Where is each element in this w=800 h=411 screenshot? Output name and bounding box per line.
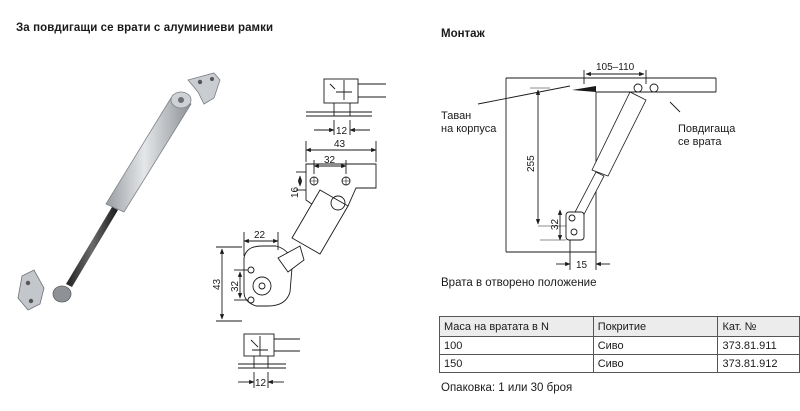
ceiling-label-line2: на корпуса: [441, 123, 497, 135]
door-open-caption: Врата в отворено положение: [441, 277, 597, 289]
cylinder-stub: [291, 189, 349, 255]
product-title: За повдигащи се врати с алуминиеви рамки: [16, 22, 274, 34]
mount-lower-dim: 32: [550, 218, 561, 230]
piston-rod: [66, 207, 118, 287]
mounting-title: Монтаж: [441, 28, 485, 40]
door-label-line2: се врата: [678, 136, 722, 148]
dim-bracket-width: 43: [334, 139, 346, 150]
dim-bottom-width: 12: [255, 378, 267, 389]
dim-lower-spacing: 32: [230, 280, 241, 292]
ceiling-label-line1: Таван: [441, 110, 471, 122]
packing-info: Опаковка: 1 или 30 броя: [441, 382, 573, 394]
door-label-line1: Повдигаща: [678, 123, 736, 135]
mount-height-dim: 255: [526, 155, 537, 172]
dim-lower-height: 43: [212, 278, 223, 290]
mounting-plate: [305, 163, 377, 215]
lower-end-fitting: [52, 285, 72, 303]
top-fitting-body: [323, 78, 359, 104]
upper-bracket-shape: [187, 72, 221, 105]
mount-bottom-dim: 15: [576, 260, 588, 271]
bracket-hole: [210, 77, 214, 81]
dim-offset: 22: [254, 230, 266, 241]
spring-cylinder: [591, 91, 647, 177]
dim-top-width: 12: [336, 126, 348, 137]
mount-gap-dim: 105–110: [596, 62, 635, 73]
dim-hole-height: 16: [290, 186, 301, 198]
lower-bracket-shape: [17, 269, 45, 311]
dim-hole-spacing: 32: [324, 155, 336, 166]
gas-spring-photo: [17, 72, 221, 311]
bracket-hole: [197, 79, 203, 85]
mounting-drawing: [477, 70, 717, 270]
cylinder-body: [105, 97, 192, 213]
detail-drawing: [216, 78, 386, 388]
